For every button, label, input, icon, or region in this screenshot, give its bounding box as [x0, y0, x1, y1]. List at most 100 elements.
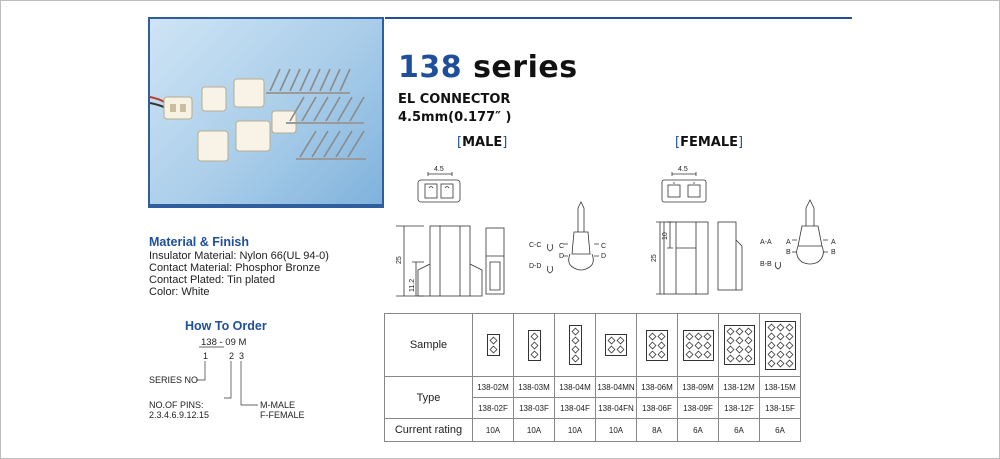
male-section-dd: D-D — [529, 263, 541, 270]
sample-grid-5 — [682, 329, 714, 361]
sample-pin-cavity — [616, 345, 625, 354]
order-female: F-FEMALE — [260, 410, 305, 420]
rating-0: 10A — [472, 418, 514, 442]
sample-pin-cavity — [685, 332, 693, 340]
spec-table: Sample Type 138-02M 138-03M 138-04M 138-… — [384, 313, 801, 442]
sample-cell-3 — [595, 313, 637, 377]
type-female-2: 138-04F — [554, 397, 596, 419]
order-pins-values: 2.3.4.6.9.12.15 — [149, 410, 210, 420]
sample-grid-1 — [527, 329, 541, 361]
male-mark-d-left: D — [559, 253, 564, 260]
sample-pin-cavity — [726, 336, 734, 345]
sample-cell-6 — [718, 313, 760, 377]
sample-pin-cavity — [726, 354, 734, 363]
top-rule — [385, 17, 852, 19]
sample-row: Sample — [384, 313, 801, 377]
sample-frame — [723, 325, 755, 365]
sample-pin-cavity — [571, 336, 579, 345]
female-heading: [FEMALE] — [675, 135, 743, 150]
male-bracket-open: [ — [457, 135, 463, 150]
female-section-aa: A-A — [760, 239, 772, 246]
sample-pin-cavity — [785, 341, 793, 349]
sample-pin-cavity — [703, 332, 711, 340]
sample-header: Sample — [384, 313, 473, 377]
sample-frame — [568, 325, 582, 365]
rating-6: 6A — [718, 418, 760, 442]
male-mark-d-right: D — [601, 253, 606, 260]
rating-header: Current rating — [384, 418, 473, 442]
type-male-3: 138-04MN — [595, 376, 637, 398]
male-height-dim: 25 — [396, 256, 403, 264]
sample-grid-3 — [605, 334, 627, 356]
sample-pin-cavity — [489, 336, 497, 345]
sample-pin-cavity — [694, 341, 702, 349]
material-color: Color: White — [149, 286, 210, 298]
material-contact: Contact Material: Phosphor Bronze — [149, 262, 321, 274]
female-width-dim: 4.5 — [678, 166, 688, 173]
sample-pin-cavity — [785, 323, 793, 331]
type-female-7: 138-15F — [759, 397, 801, 419]
material-title: Material & Finish — [149, 235, 250, 249]
sample-pin-cavity — [489, 345, 497, 354]
sample-pin-cavity — [767, 332, 775, 340]
sample-cell-7 — [759, 313, 801, 377]
rating-1: 10A — [513, 418, 555, 442]
sample-pin-cavity — [776, 359, 784, 367]
sample-pin-cavity — [657, 332, 666, 340]
sample-pin-cavity — [616, 336, 625, 345]
sample-pin-cavity — [703, 350, 711, 358]
sample-pin-cavity — [657, 350, 666, 358]
pitch-size: 4.5mm(0.177″ ) — [398, 110, 512, 125]
material-insulator: Insulator Material: Nylon 66(UL 94-0) — [149, 250, 329, 262]
male-mark-c-left: C — [559, 243, 564, 250]
sample-pin-cavity — [571, 345, 579, 354]
female-section-bb: B-B — [760, 261, 772, 268]
male-bracket-close: ] — [502, 135, 508, 150]
type-female-6: 138-12F — [718, 397, 760, 419]
sample-pin-cavity — [735, 336, 743, 345]
sample-pin-cavity — [767, 350, 775, 358]
female-mark-a-left: A — [786, 239, 791, 246]
sample-pin-cavity — [735, 345, 743, 354]
female-mark-a-right: A — [831, 239, 836, 246]
type-row-male: Type 138-02M 138-03M 138-04M 138-04MN 13… — [384, 376, 801, 419]
sample-pin-cavity — [776, 341, 784, 349]
sample-pin-cavity — [657, 341, 666, 349]
sample-pin-cavity — [726, 345, 734, 354]
sample-pin-cavity — [744, 354, 752, 363]
sample-pin-cavity — [785, 350, 793, 358]
type-female-1: 138-03F — [513, 397, 555, 419]
female-height-dim: 25 — [651, 254, 658, 262]
product-photo — [148, 17, 384, 208]
order-pos-1: 1 — [203, 351, 209, 361]
type-female-4: 138-06F — [636, 397, 678, 419]
type-header: Type — [384, 376, 473, 419]
type-male-1: 138-03M — [513, 376, 555, 398]
male-label: MALE — [462, 135, 503, 150]
order-pos-3: 3 — [239, 351, 245, 361]
type-male-6: 138-12M — [718, 376, 760, 398]
type-male-4: 138-06M — [636, 376, 678, 398]
sample-pin-cavity — [767, 341, 775, 349]
sample-cell-2 — [554, 313, 596, 377]
type-male-0: 138-02M — [472, 376, 514, 398]
type-row-female: 138-02F 138-03F 138-04F 138-04FN 138-06F… — [385, 397, 801, 419]
sample-pin-cavity — [776, 332, 784, 340]
male-subheight-dim: 11.2 — [409, 279, 416, 292]
sample-pin-cavity — [530, 341, 538, 349]
type-male-5: 138-09M — [677, 376, 719, 398]
rating-3: 10A — [595, 418, 637, 442]
male-heading: [MALE] — [457, 135, 507, 150]
sample-pin-cavity — [776, 350, 784, 358]
order-code: 138 - 09 M — [201, 337, 247, 348]
series-word: series — [462, 50, 578, 85]
rating-5: 6A — [677, 418, 719, 442]
product-photo-illustration — [150, 68, 366, 162]
sample-pin-cavity — [767, 323, 775, 331]
sample-pin-cavity — [744, 327, 752, 336]
female-mark-b-left: B — [786, 249, 791, 256]
male-section-cc: C-C — [529, 242, 541, 249]
sample-pin-cavity — [530, 350, 538, 358]
type-male-2: 138-04M — [554, 376, 596, 398]
